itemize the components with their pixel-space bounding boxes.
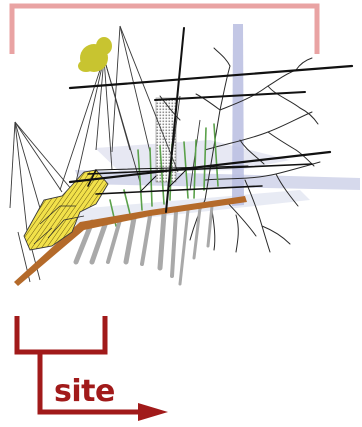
top-bracket [12, 6, 317, 54]
site-label: site [54, 374, 115, 409]
arrow-right-icon [138, 403, 168, 421]
